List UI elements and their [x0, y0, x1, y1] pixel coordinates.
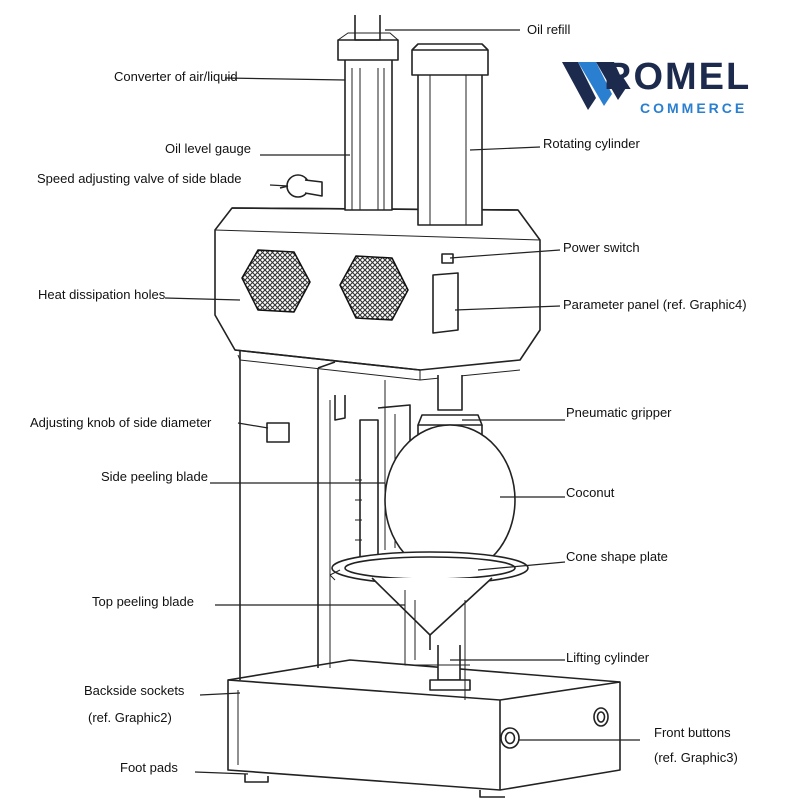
- side-blade-assembly: [334, 395, 411, 561]
- label-heat-holes: Heat dissipation holes: [38, 287, 166, 302]
- label-pneumatic-gripper: Pneumatic gripper: [566, 405, 672, 420]
- label-side-blade: Side peeling blade: [101, 469, 208, 484]
- leader-lines: [164, 29, 640, 775]
- label-top-blade: Top peeling blade: [92, 594, 194, 609]
- label-rotating-cylinder: Rotating cylinder: [543, 136, 640, 151]
- front-buttons: [500, 707, 609, 749]
- label-foot-pads: Foot pads: [120, 760, 178, 775]
- label-oil-level: Oil level gauge: [165, 141, 251, 156]
- heat-dissipation-vents: [241, 249, 409, 321]
- label-lifting-cylinder: Lifting cylinder: [566, 650, 650, 665]
- speed-valve-knob: [279, 174, 323, 198]
- machine-base: [227, 659, 621, 798]
- label-oil-refill: Oil refill: [527, 22, 571, 37]
- label-parameter-panel: Parameter panel (ref. Graphic4): [563, 297, 747, 312]
- label-cone-plate: Cone shape plate: [566, 549, 668, 564]
- logo-brand: ROMEL: [604, 56, 752, 98]
- label-converter: Converter of air/liquid: [114, 69, 238, 84]
- label-power-switch: Power switch: [563, 240, 640, 255]
- logo-sub: COMMERCE: [640, 100, 748, 116]
- rotating-cylinder: [411, 43, 489, 226]
- label-coconut: Coconut: [566, 485, 615, 500]
- label-backside-sockets: Backside sockets: [84, 683, 185, 698]
- machine-column: [239, 350, 386, 680]
- label-backside-ref: (ref. Graphic2): [88, 710, 172, 725]
- romel-logo-mark: [562, 62, 626, 110]
- label-speed-valve: Speed adjusting valve of side blade: [37, 171, 242, 186]
- label-front-ref: (ref. Graphic3): [654, 750, 738, 765]
- cone-plate: [329, 551, 529, 650]
- label-front-buttons: Front buttons: [654, 725, 731, 740]
- converter-cylinder: [337, 15, 399, 211]
- side-diameter-knob: [266, 422, 290, 443]
- lifting-cylinder: [404, 590, 471, 700]
- label-adjusting-knob: Adjusting knob of side diameter: [30, 415, 212, 430]
